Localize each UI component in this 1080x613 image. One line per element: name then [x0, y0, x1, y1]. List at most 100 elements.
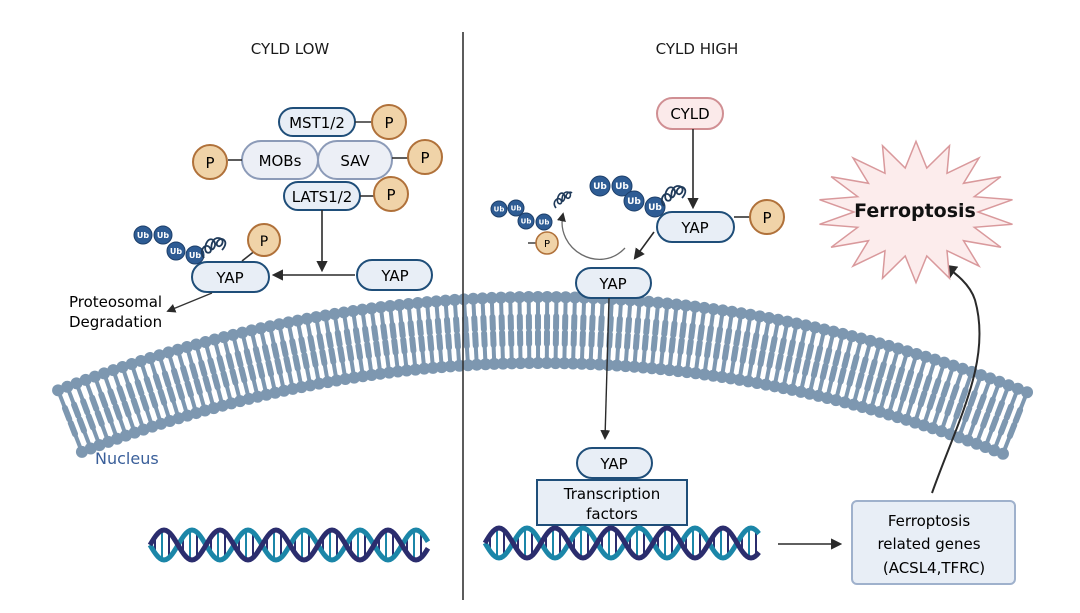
lipid-head — [254, 322, 267, 335]
lipid-head — [162, 346, 175, 359]
lipid-head — [462, 359, 475, 372]
svg-text:Ub: Ub — [539, 218, 550, 226]
nuclear-translocation-arrow — [600, 297, 611, 440]
lipid-head — [467, 292, 480, 305]
dna-strand — [482, 525, 761, 561]
lipid-head — [1021, 386, 1034, 399]
lipid-head — [523, 357, 536, 370]
lipid-head — [619, 360, 632, 373]
ubiquitin-icon: Ub — [166, 241, 186, 261]
yap-ubiquitinated: YAP — [191, 261, 270, 293]
lipid-head — [300, 312, 313, 325]
lipid-head — [61, 380, 74, 393]
lipid-head — [400, 364, 413, 377]
lipid-head — [744, 308, 757, 321]
lipid-head — [291, 314, 304, 327]
induces-ferroptosis-arrow — [931, 264, 981, 494]
lats12-protein: LATS1/2 — [283, 181, 361, 211]
lipid-head — [98, 367, 111, 380]
yap-deubiquitinated: YAP — [575, 267, 652, 299]
lipid-head — [882, 339, 895, 352]
phospho-yap-right: P — [749, 199, 785, 235]
lipid-head — [910, 347, 923, 360]
ubiquitin-icon: Ub — [535, 213, 553, 231]
lipid-head — [996, 447, 1009, 460]
lipid-head — [356, 370, 369, 383]
lipid-head — [809, 321, 822, 334]
lipid-head — [628, 360, 641, 373]
lipid-head — [514, 357, 527, 370]
transcription-factors-box: Transcription factors — [536, 479, 688, 526]
lipid-head — [505, 357, 518, 370]
lipid-head — [393, 298, 406, 311]
lipid-head — [550, 291, 563, 304]
lipid-head — [645, 362, 658, 375]
lipid-head — [679, 299, 692, 312]
lipid-head — [374, 367, 387, 380]
lipid-head — [652, 296, 665, 309]
yap-nuclear: YAP — [576, 447, 653, 479]
lipid-head — [504, 291, 517, 304]
lipid-head — [642, 295, 655, 308]
lipid-head — [654, 363, 667, 376]
lipid-head — [670, 298, 683, 311]
lipid-head — [125, 357, 138, 370]
ubiquitin-icon: Ub — [185, 245, 205, 265]
dna-strand — [147, 527, 431, 563]
lipid-head — [310, 311, 323, 324]
lipid-head — [558, 357, 571, 370]
lipid-head — [488, 357, 501, 370]
lipid-head — [975, 369, 988, 382]
lipid-head — [993, 375, 1006, 388]
svg-text:Ub: Ub — [615, 182, 629, 192]
svg-text:YAP: YAP — [215, 269, 243, 287]
lipid-head — [171, 343, 184, 356]
lipid-head — [689, 367, 702, 380]
lipid-head — [522, 291, 535, 304]
lipid-head — [637, 361, 650, 374]
substrate-coil-right — [660, 185, 687, 207]
svg-text:factors: factors — [586, 505, 638, 523]
lipid-head — [938, 356, 951, 369]
lipid-head — [365, 302, 378, 315]
lipid-head — [928, 353, 941, 366]
lipid-head — [236, 326, 249, 339]
lipid-head — [497, 357, 510, 370]
lipid-head — [836, 327, 849, 340]
nucleus-label: Nucleus — [95, 449, 159, 468]
lipid-head — [476, 292, 489, 305]
svg-text:Ub: Ub — [189, 251, 201, 260]
phospho-mobs: P — [192, 144, 228, 180]
lipid-head — [439, 294, 452, 307]
lipid-head — [689, 300, 702, 313]
ubiquitin-icon: Ub — [589, 175, 611, 197]
phospho-yap-left: P — [247, 223, 281, 257]
lipid-head — [88, 370, 101, 383]
lipid-head — [134, 354, 147, 367]
lipid-head — [457, 293, 470, 306]
lipid-head — [1011, 382, 1024, 395]
panel-title-cyld-high: CYLD HIGH — [656, 40, 739, 58]
lipid-head — [531, 291, 544, 304]
ferroptosis-label: Ferroptosis — [854, 200, 976, 222]
cyld-protein: CYLD — [656, 97, 724, 130]
removal-curved-arrow — [556, 212, 626, 260]
lipid-head — [762, 312, 775, 325]
ubiquitin-icon: Ub — [517, 212, 535, 230]
lipid-head — [956, 362, 969, 375]
svg-text:(ACSL4,TFRC): (ACSL4,TFRC) — [883, 559, 985, 577]
mst12-label: MST1/2 — [289, 114, 345, 132]
lipid-head — [365, 369, 378, 382]
lipid-head — [567, 357, 580, 370]
phospho-mst: P — [371, 104, 407, 140]
lipid-head — [337, 306, 350, 319]
lipid-head — [873, 337, 886, 350]
svg-text:Ub: Ub — [648, 203, 662, 213]
lipid-head — [947, 359, 960, 372]
lipid-head — [663, 364, 676, 377]
lipid-head — [444, 360, 457, 373]
lipid-head — [426, 361, 439, 374]
mobs-protein: MOBs — [241, 140, 319, 180]
